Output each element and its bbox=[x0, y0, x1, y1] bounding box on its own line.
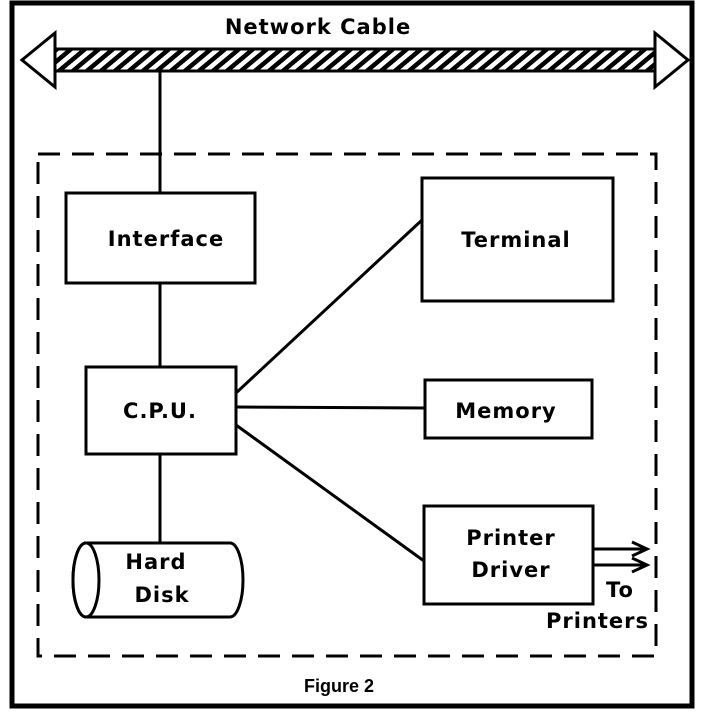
terminal-label: Terminal bbox=[461, 228, 571, 252]
memory-box bbox=[423, 378, 594, 440]
cpu-to-memory-line bbox=[235, 405, 426, 410]
printer-driver-label-line2: Driver bbox=[471, 558, 550, 582]
cpu-box bbox=[84, 365, 238, 456]
hard-disk-label-line1: Hard bbox=[125, 550, 186, 574]
memory-label: Memory bbox=[455, 399, 557, 423]
outer-frame bbox=[9, 0, 695, 709]
interface-box bbox=[64, 191, 257, 285]
printer-driver-box bbox=[422, 504, 595, 606]
connections bbox=[158, 71, 426, 563]
to-label: To bbox=[606, 578, 634, 602]
terminal-box bbox=[420, 176, 615, 303]
printer-driver-label-line1: Printer bbox=[466, 526, 556, 550]
node-boundary bbox=[36, 152, 658, 658]
arrowhead-left bbox=[19, 29, 57, 91]
printer-output-arrows bbox=[593, 540, 651, 574]
cpu-label: C.P.U. bbox=[123, 399, 197, 423]
network-cable-label: Network Cable bbox=[225, 15, 411, 39]
printers-label: Printers bbox=[546, 609, 649, 633]
hard-disk-label-line2: Disk bbox=[134, 583, 189, 607]
interface-label: Interface bbox=[108, 227, 224, 251]
cpu-to-printer-driver-line bbox=[235, 423, 425, 563]
figure-caption: Figure 2 bbox=[304, 676, 374, 696]
network-cable bbox=[19, 29, 691, 91]
hard-disk-cylinder bbox=[71, 541, 245, 619]
arrowhead-right bbox=[653, 29, 691, 91]
cpu-to-terminal-line bbox=[234, 218, 424, 395]
